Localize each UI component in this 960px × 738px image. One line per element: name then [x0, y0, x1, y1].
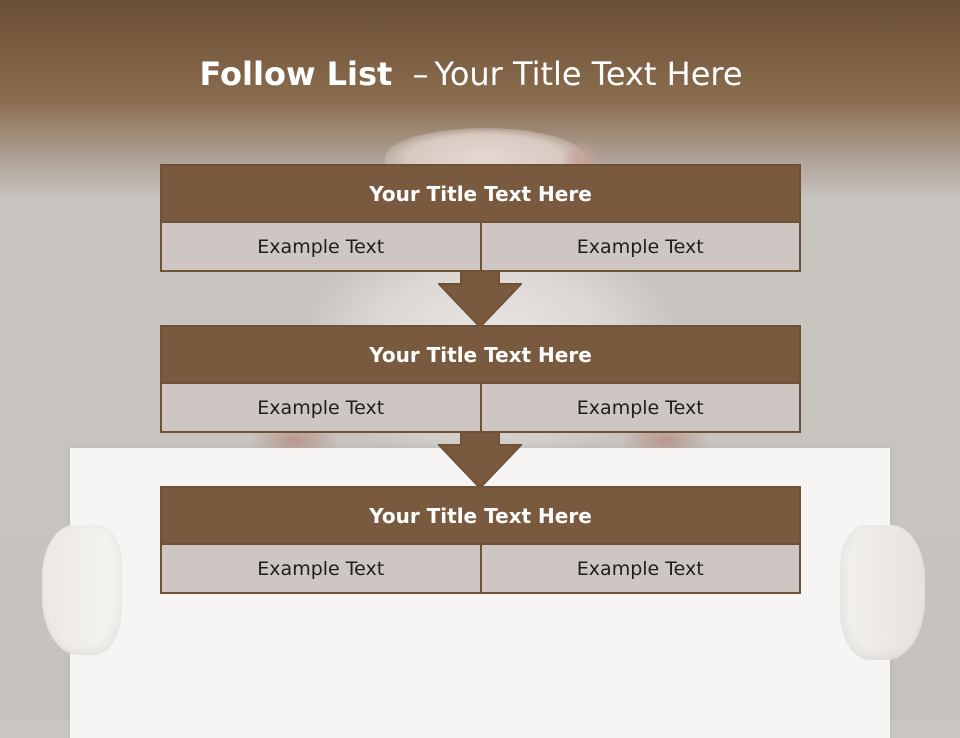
step-3-left-cell[interactable]: Example Text	[162, 545, 480, 592]
step-row-1: Example Text Example Text	[162, 223, 799, 270]
step-row-3: Example Text Example Text	[162, 545, 799, 592]
step-1-right-cell[interactable]: Example Text	[479, 223, 799, 270]
step-3-right-cell[interactable]: Example Text	[479, 545, 799, 592]
step-2-left-cell[interactable]: Example Text	[162, 384, 480, 431]
step-2-right-cell[interactable]: Example Text	[479, 384, 799, 431]
step-title-1[interactable]: Your Title Text Here	[162, 166, 799, 223]
slide-title: Follow List –Your Title Text Here	[0, 55, 942, 93]
step-row-2: Example Text Example Text	[162, 384, 799, 431]
down-arrow-icon	[438, 270, 522, 328]
step-title-3[interactable]: Your Title Text Here	[162, 488, 799, 545]
step-title-2[interactable]: Your Title Text Here	[162, 327, 799, 384]
step-block-1: Your Title Text Here Example Text Exampl…	[160, 164, 801, 272]
down-arrow-icon	[438, 431, 522, 489]
slide-title-rest: Your Title Text Here	[434, 55, 743, 93]
slide-title-dash: –	[412, 55, 429, 93]
step-block-2: Your Title Text Here Example Text Exampl…	[160, 325, 801, 433]
slide-title-bold: Follow List	[199, 55, 393, 93]
left-glove-image	[42, 525, 122, 655]
step-1-left-cell[interactable]: Example Text	[162, 223, 480, 270]
right-glove-image	[840, 525, 925, 660]
step-block-3: Your Title Text Here Example Text Exampl…	[160, 486, 801, 594]
